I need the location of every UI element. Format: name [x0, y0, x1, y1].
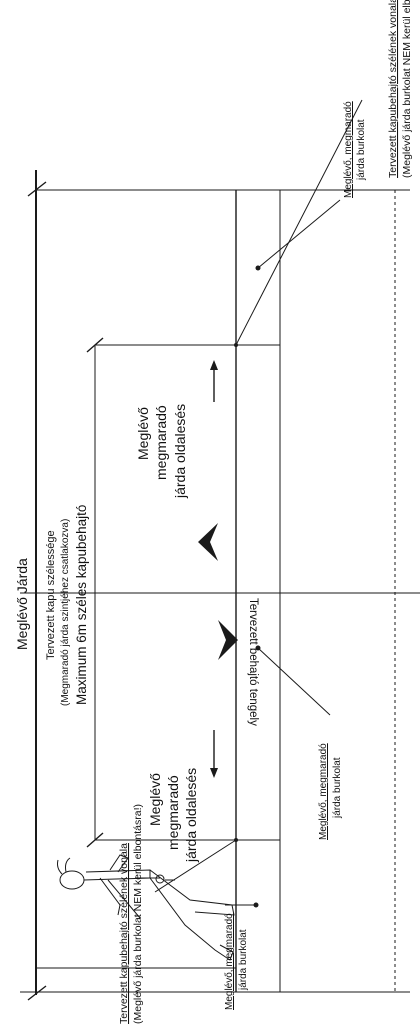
arrow-up-icon	[210, 360, 218, 402]
label-pav-bottom-2: járda burkolat	[238, 929, 249, 991]
label-pav-mid-1: Meglévő, megmaradó	[318, 743, 329, 840]
leader-pav-mid	[257, 647, 331, 716]
label-pav-top-1: Meglévő, megmaradó	[343, 101, 354, 198]
label-top-right-1: Tervezett kapubehajtó szélének vonala	[387, 0, 399, 178]
label-slope-upper-2: megmaradó	[153, 405, 169, 480]
leader-top-right	[235, 99, 363, 346]
pedestrian-icon	[57, 854, 235, 961]
label-bottom-left-1: Tervezett kapubehajtó szélének vonala	[118, 843, 130, 1024]
chevron-up-icon	[198, 523, 218, 561]
label-gate-width-2: (Megmaradó járda szintjéhez csatlakozva)	[60, 519, 71, 706]
label-max-width: Maximum 6m széles kapubehajtó	[74, 505, 89, 705]
dim-tick-top	[27, 181, 47, 197]
label-slope-lower-3: járda oldalesés	[183, 768, 199, 863]
label-slope-lower-2: megmaradó	[165, 775, 181, 850]
label-slope-upper-1: Meglévő	[135, 407, 151, 460]
label-slope-upper-3: járda oldalesés	[172, 404, 188, 499]
label-pav-top-2: járda burkolat	[356, 119, 367, 181]
label-slope-lower-1: Meglévő	[147, 773, 163, 826]
label-axis: Tervezett behajtó tengely	[247, 598, 259, 726]
label-existing-sidewalk: Meglévő Járda	[14, 558, 30, 650]
label-pav-bottom-1: Meglévő, megmaradó	[224, 913, 235, 1010]
arrow-down-icon	[210, 730, 218, 778]
label-gate-width-1: Tervezett kapu szélessége	[45, 530, 57, 660]
leader-pav-top	[257, 199, 341, 269]
dim-tick-bottom	[27, 985, 47, 1001]
chevron-down-icon	[218, 620, 238, 660]
label-top-right-2: (Meglévő járda burkolat NEM kerül elbont…	[401, 0, 413, 178]
label-bottom-left-2: (Meglévő járda burkolat NEM kerül elbont…	[132, 804, 144, 1024]
label-pav-mid-2: járda burkolat	[332, 757, 343, 819]
